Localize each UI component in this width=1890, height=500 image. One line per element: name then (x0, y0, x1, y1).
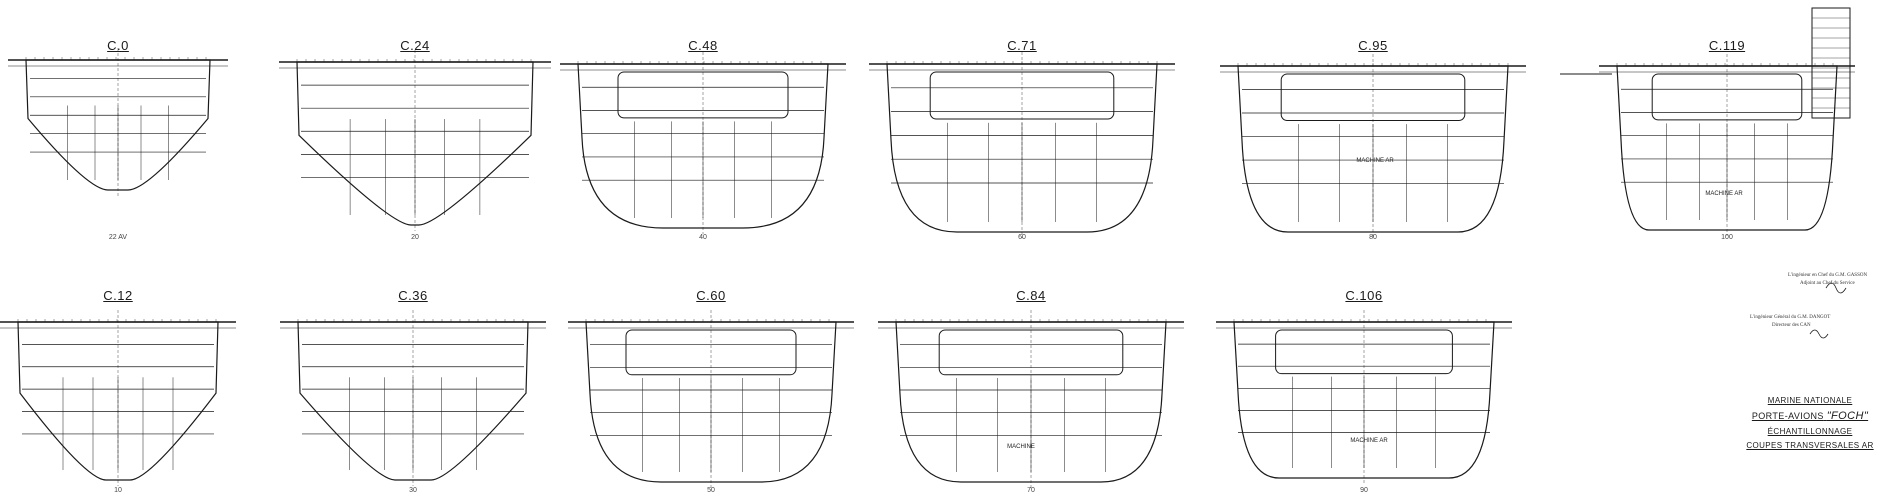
frame-number: 30 (409, 487, 417, 494)
approval-note: L'ingénieur Général du G.M. DANGOT (1750, 315, 1831, 320)
approval-note: Adjoint au Chef du Service (1800, 281, 1855, 286)
machinery-room-label: MACHINE AR (1350, 438, 1388, 444)
section-label-c106: C.106 (1345, 288, 1383, 303)
hull-section-c36 (297, 321, 529, 481)
approval-note: Directeur des CAN (1772, 323, 1811, 328)
section-label-c48: C.48 (688, 38, 718, 53)
section-label-c119: C.119 (1708, 38, 1746, 53)
frame-number: 50 (707, 487, 715, 494)
title-marine: MARINE NATIONALE (1767, 396, 1853, 405)
frame-number: 20 (411, 234, 419, 241)
section-label-c84: C.84 (1016, 288, 1046, 303)
machinery-room-label: MACHINE (1007, 444, 1035, 450)
machinery-room-label: MACHINE AR (1356, 158, 1394, 164)
section-label-c95: C.95 (1358, 38, 1388, 53)
hull-section-c71 (886, 63, 1158, 233)
title-ship: PORTE-AVIONS "FOCH" (1735, 410, 1885, 422)
machinery-room-label: MACHINE AR (1705, 191, 1743, 197)
section-label-c71: C.71 (1007, 38, 1037, 53)
island-superstructure (1811, 7, 1851, 119)
hull-section-c48 (577, 63, 829, 229)
frame-number: 80 (1369, 234, 1377, 241)
frame-number: 100 (1721, 234, 1733, 241)
frame-number: 70 (1027, 487, 1035, 494)
hull-section-c24 (296, 61, 534, 226)
frame-number: 60 (1018, 234, 1026, 241)
hull-section-c95 (1237, 65, 1509, 233)
title-block: MARINE NATIONALE PORTE-AVIONS "FOCH" ÉCH… (1735, 396, 1885, 455)
approval-note: L'ingénieur en Chef du G.M. GASSON (1788, 273, 1868, 278)
title-sections: COUPES TRANSVERSALES AR (1746, 441, 1874, 450)
section-label-c60: C.60 (696, 288, 726, 303)
section-label-c12: C.12 (103, 288, 133, 303)
hull-section-c12 (17, 321, 219, 481)
frame-number: 40 (699, 234, 707, 241)
frame-number: 22 AV (108, 234, 128, 241)
title-ship-prefix: PORTE-AVIONS (1751, 411, 1824, 421)
section-label-c24: C.24 (400, 38, 430, 53)
signature-mark (1809, 329, 1829, 339)
hull-section-c84 (895, 321, 1167, 483)
frame-number: 90 (1360, 487, 1368, 494)
frame-number: 10 (114, 487, 122, 494)
section-label-c0: C.0 (107, 38, 129, 53)
section-label-c36: C.36 (398, 288, 428, 303)
hull-section-c60 (585, 321, 837, 483)
title-subject: ÉCHANTILLONNAGE (1767, 427, 1853, 436)
signature-mark (1825, 282, 1847, 294)
title-ship-name: "FOCH" (1826, 410, 1869, 422)
